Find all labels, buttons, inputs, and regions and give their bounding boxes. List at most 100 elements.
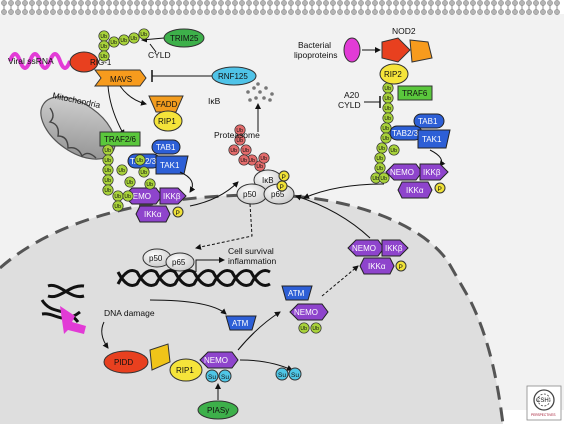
ub-ikb-7: Ub bbox=[228, 144, 240, 156]
nod2-right-lobe bbox=[409, 39, 433, 63]
ub-rip1-1: Ub bbox=[138, 166, 150, 178]
rip2-label: RIP2 bbox=[384, 70, 402, 79]
svg-text:Ub: Ub bbox=[114, 204, 121, 210]
svg-text:P: P bbox=[282, 174, 286, 181]
pidd-label: PIDD bbox=[114, 358, 133, 367]
ikkb-right-node bbox=[419, 163, 449, 181]
ub-rip2-11: Ub bbox=[388, 144, 400, 156]
ub-traf-3: Ub bbox=[102, 174, 114, 186]
ub-traf-1: Ub bbox=[102, 154, 114, 166]
nemo-atm-label: NEMO bbox=[294, 308, 318, 317]
atm-nuc-label: ATM bbox=[232, 319, 249, 328]
p-ikb-2 bbox=[276, 180, 288, 192]
traf6-label: TRAF6 bbox=[402, 89, 428, 98]
ub-ikb-1: Ub bbox=[234, 134, 246, 146]
rig1-label: RIG-1 bbox=[90, 58, 112, 67]
rig1-node bbox=[69, 51, 99, 73]
atm-complex-label: ATM bbox=[288, 289, 305, 298]
viral-ssrna-label: Viral ssRNA bbox=[8, 56, 54, 66]
svg-text:CSH: CSH bbox=[536, 398, 549, 404]
nemo-mid-label: NEMO bbox=[352, 244, 376, 253]
csh-perspectives-logo: CSH PERSPECTIVES bbox=[526, 385, 562, 421]
nod2-label: NOD2 bbox=[392, 26, 416, 36]
su-1 bbox=[205, 369, 219, 383]
ub-rip1-0: Ub bbox=[134, 154, 146, 166]
svg-text:Ub: Ub bbox=[256, 164, 263, 170]
lipoprotein-icon bbox=[343, 37, 361, 63]
su-free-1 bbox=[275, 367, 289, 381]
svg-text:Ub: Ub bbox=[104, 168, 111, 174]
mavs-label: MAVS bbox=[110, 75, 132, 84]
nemo-nuc-node bbox=[199, 351, 239, 369]
svg-text:Ub: Ub bbox=[136, 158, 143, 164]
mavs-node bbox=[94, 69, 147, 87]
ub-rig1-6: Ub bbox=[138, 28, 150, 40]
ub-rig1-2: Ub bbox=[98, 50, 110, 62]
p50-nuc-label: p50 bbox=[149, 254, 163, 263]
ikka-left-label: IKKα bbox=[144, 210, 162, 219]
svg-text:Su: Su bbox=[278, 372, 286, 379]
degraded-ikb-icon bbox=[246, 82, 274, 102]
rip1-nuc-node bbox=[169, 358, 203, 382]
fadd-label: FADD bbox=[156, 100, 178, 109]
ub-ikb-4: Ub bbox=[254, 160, 266, 172]
svg-text:Ub: Ub bbox=[242, 148, 249, 154]
ub-traf-y: Ub bbox=[124, 176, 136, 188]
trim25-label: TRIM25 bbox=[170, 34, 199, 43]
ub-rip2-8: Ub bbox=[374, 162, 386, 174]
ub-rip2-2: Ub bbox=[382, 102, 394, 114]
ub-rip1-2: Ub bbox=[144, 178, 156, 190]
p65-nuc-node bbox=[165, 252, 195, 272]
svg-text:Ub: Ub bbox=[100, 34, 107, 40]
su-free-2 bbox=[288, 367, 302, 381]
nemo-atm-node bbox=[289, 303, 329, 321]
svg-text:Ub: Ub bbox=[236, 128, 243, 134]
ub-rip2-5: Ub bbox=[380, 132, 392, 144]
traf6-node bbox=[397, 85, 433, 101]
ub-traf-4: Ub bbox=[102, 184, 114, 196]
ub-traf-x: Ub bbox=[116, 164, 128, 176]
svg-text:Ub: Ub bbox=[110, 40, 117, 46]
svg-text:Ub: Ub bbox=[300, 326, 307, 332]
svg-text:P: P bbox=[176, 210, 180, 217]
pidd-node bbox=[103, 350, 149, 374]
nod2-left-lobe bbox=[381, 37, 411, 63]
svg-text:Ub: Ub bbox=[378, 146, 385, 152]
tab1-right-node bbox=[413, 113, 445, 129]
p-mid bbox=[395, 260, 407, 272]
svg-text:Ub: Ub bbox=[100, 54, 107, 60]
dna-damage-bolt-icon bbox=[60, 306, 86, 334]
tak1-right-label: TAK1 bbox=[422, 135, 442, 144]
svg-text:Ub: Ub bbox=[312, 326, 319, 332]
ikka-mid-node bbox=[359, 257, 395, 275]
dna-helix-icon bbox=[116, 269, 271, 287]
tab23-right-label: TAB2/3 bbox=[392, 129, 419, 138]
p-right bbox=[434, 182, 446, 194]
svg-text:Ub: Ub bbox=[140, 32, 147, 38]
tak1-left-label: TAK1 bbox=[160, 161, 180, 170]
rnf125-label: RNF125 bbox=[218, 72, 248, 81]
ikkb-left-label: IKKβ bbox=[163, 192, 181, 201]
proteasome-label: Proteasome bbox=[214, 130, 260, 140]
svg-text:Su: Su bbox=[208, 374, 216, 381]
svg-text:Ub: Ub bbox=[372, 176, 379, 182]
piasy-label: PIASy bbox=[207, 406, 229, 415]
ub-rip2-6: Ub bbox=[376, 142, 388, 154]
ikb-free-label: IκB bbox=[208, 96, 221, 106]
svg-text:Ub: Ub bbox=[390, 148, 397, 154]
svg-text:Ub: Ub bbox=[376, 166, 383, 172]
rip1-top-label: RIP1 bbox=[158, 117, 176, 126]
svg-text:P: P bbox=[399, 264, 403, 271]
piasy-node bbox=[197, 400, 239, 420]
ub-ikb-2: Ub bbox=[240, 144, 252, 156]
ikkb-right-label: IKKβ bbox=[423, 168, 441, 177]
svg-text:Ub: Ub bbox=[248, 158, 255, 164]
ub-rig1-5: Ub bbox=[128, 32, 140, 44]
nemo-right-label: NEMO bbox=[390, 168, 414, 177]
ub-rig1-0: Ub bbox=[98, 30, 110, 42]
svg-text:Ub: Ub bbox=[236, 138, 243, 144]
